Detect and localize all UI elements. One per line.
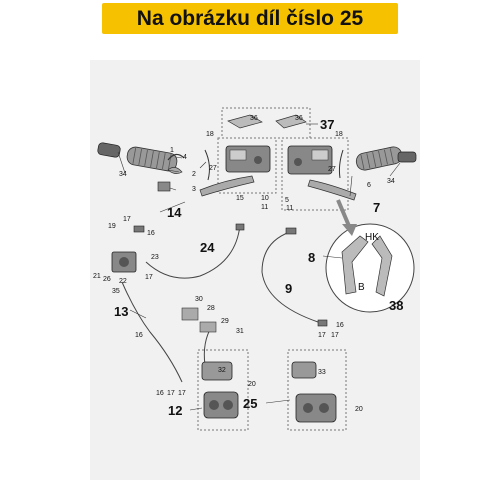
label-17f: 17 <box>318 332 326 339</box>
label-32: 32 <box>218 367 226 374</box>
brake-hose-24 <box>145 224 241 279</box>
rear-caliper-25 <box>291 361 337 423</box>
label-23: 23 <box>151 254 159 261</box>
group-box-25 <box>287 349 347 431</box>
fitting-9-bottom <box>317 319 328 327</box>
clamp-4 <box>167 153 185 161</box>
right-grip <box>355 146 403 171</box>
label-28: 28 <box>207 305 215 312</box>
label-36a: 36 <box>250 115 258 122</box>
brake-lever-left <box>199 175 255 197</box>
part-3 <box>157 181 171 192</box>
group-box-7 <box>281 137 349 211</box>
label-12: 12 <box>168 403 182 418</box>
fitting-9-top <box>285 227 297 235</box>
bracket-29 <box>199 321 217 333</box>
label-6: 6 <box>367 182 371 189</box>
label-17d: 17 <box>167 390 175 397</box>
label-38: 38 <box>389 298 403 313</box>
mirror-cover-left <box>227 114 263 129</box>
label-26: 26 <box>103 276 111 283</box>
label-35: 35 <box>112 288 120 295</box>
label-16a: 16 <box>147 230 155 237</box>
label-15: 15 <box>236 195 244 202</box>
title-banner: Na obrázku díl číslo 25 <box>102 3 398 34</box>
label-20b: 20 <box>355 406 363 413</box>
label-7: 7 <box>373 200 380 215</box>
label-34a: 34 <box>119 171 127 178</box>
fitting-24 <box>235 223 245 231</box>
label-21: 21 <box>93 273 101 280</box>
master-cylinder-right <box>287 145 333 175</box>
label-11b: 11 <box>286 205 293 212</box>
brake-hose-13 <box>121 281 183 383</box>
label-16c: 16 <box>156 390 164 397</box>
mirror-cover-right <box>275 114 307 129</box>
brake-hose-9 <box>261 231 319 323</box>
group-box-14 <box>217 137 277 194</box>
detail-arrow <box>336 199 357 236</box>
label-3: 3 <box>192 186 196 193</box>
label-B: B <box>358 282 365 293</box>
label-18b: 18 <box>335 131 343 138</box>
label-16b: 16 <box>336 322 344 329</box>
fitting-16a <box>133 225 145 233</box>
label-30: 30 <box>195 296 203 303</box>
label-17b: 17 <box>145 274 153 281</box>
label-36b: 36 <box>295 115 303 122</box>
abs-unit <box>111 251 137 273</box>
label-33: 33 <box>318 369 326 376</box>
label-16d: 16 <box>135 332 143 339</box>
bar-end-left <box>97 142 121 158</box>
label-19: 19 <box>108 223 116 230</box>
label-17a: 17 <box>123 216 131 223</box>
label-37: 37 <box>320 117 334 132</box>
label-27b: 27 <box>328 166 336 173</box>
bar-end-right <box>397 151 417 163</box>
label-34b: 34 <box>387 178 395 185</box>
hose-27-right <box>338 149 344 179</box>
front-caliper-12 <box>201 361 239 419</box>
label-5: 5 <box>285 197 289 204</box>
label-8: 8 <box>308 250 315 265</box>
label-14: 14 <box>167 205 182 220</box>
label-17e: 17 <box>178 390 186 397</box>
detail-circle-38 <box>325 223 415 313</box>
label-25: 25 <box>243 396 257 411</box>
label-24: 24 <box>200 240 215 255</box>
title-text: Na obrázku díl číslo 25 <box>136 6 364 30</box>
group-box-12 <box>197 349 249 431</box>
master-cylinder-left <box>225 145 271 173</box>
label-HK: HK <box>365 232 379 243</box>
label-31: 31 <box>236 328 244 335</box>
label-29: 29 <box>221 318 229 325</box>
brake-lever-right <box>307 179 357 201</box>
leader-lines <box>117 123 401 411</box>
label-4: 4 <box>183 154 187 161</box>
hose-27-left <box>204 149 210 181</box>
label-13: 13 <box>114 304 128 319</box>
label-11a: 11 <box>261 204 268 211</box>
label-10: 10 <box>261 195 269 202</box>
bracket-30 <box>181 307 199 321</box>
label-9: 9 <box>285 281 292 296</box>
label-18a: 18 <box>206 131 214 138</box>
label-22: 22 <box>119 278 127 285</box>
label-20a: 20 <box>248 381 256 388</box>
label-2: 2 <box>192 171 196 178</box>
label-27a: 27 <box>209 165 217 172</box>
label-1: 1 <box>170 147 174 154</box>
label-17c: 17 <box>331 332 339 339</box>
